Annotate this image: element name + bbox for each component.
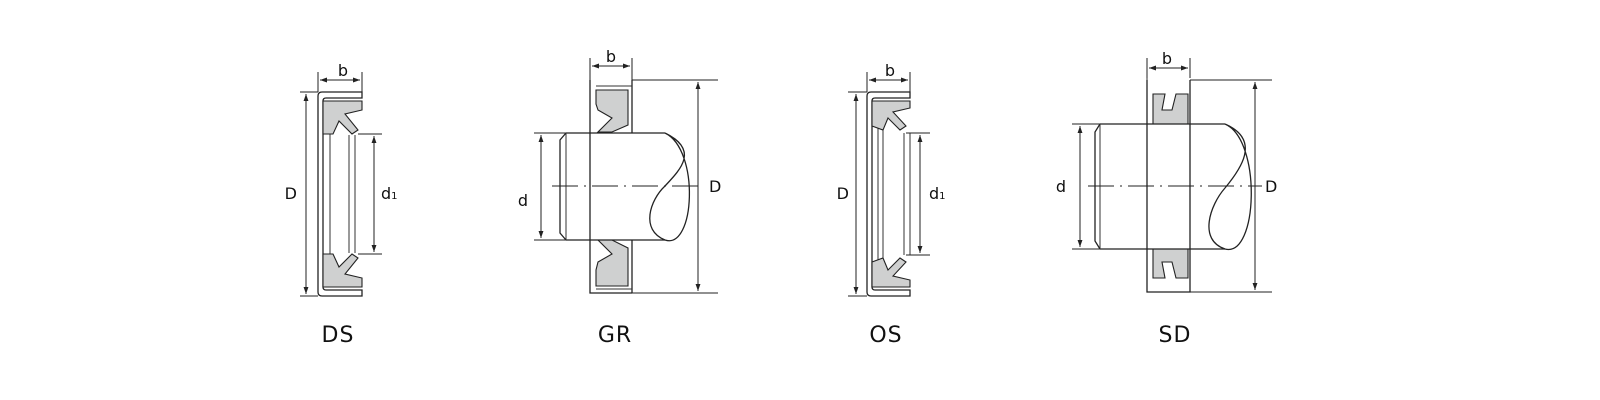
figure-gr: b d D GR (518, 47, 721, 348)
sd-title: SD (1159, 323, 1192, 348)
ds-b-label: b (338, 61, 348, 80)
sd-d-label: d (1056, 177, 1066, 196)
sd-seal-section (1146, 60, 1191, 293)
sd-shaft (1088, 123, 1262, 250)
gr-title: GR (598, 323, 632, 348)
ds-D-label: D (285, 184, 297, 203)
sd-D-label: D (1265, 177, 1277, 196)
gr-D-label: D (709, 177, 721, 196)
sd-b-label: b (1162, 49, 1172, 68)
gr-b-label: b (606, 47, 616, 66)
figure-os: b D d1 OS (837, 61, 946, 348)
os-b-label: b (885, 61, 895, 80)
ds-seal-section (317, 91, 363, 297)
figure-ds: b D d1 DS (285, 61, 398, 348)
ds-title: DS (322, 323, 355, 348)
figure-sd: b d D SD (1056, 49, 1277, 348)
os-D-label: D (837, 184, 849, 203)
ds-d1-label: d1 (381, 184, 398, 203)
gr-seal-section (589, 80, 633, 294)
gr-shaft (552, 132, 700, 242)
gr-d-label: d (518, 191, 528, 210)
os-title: OS (869, 323, 902, 348)
os-seal-section (866, 91, 911, 297)
os-d1-label: d1 (929, 184, 946, 203)
